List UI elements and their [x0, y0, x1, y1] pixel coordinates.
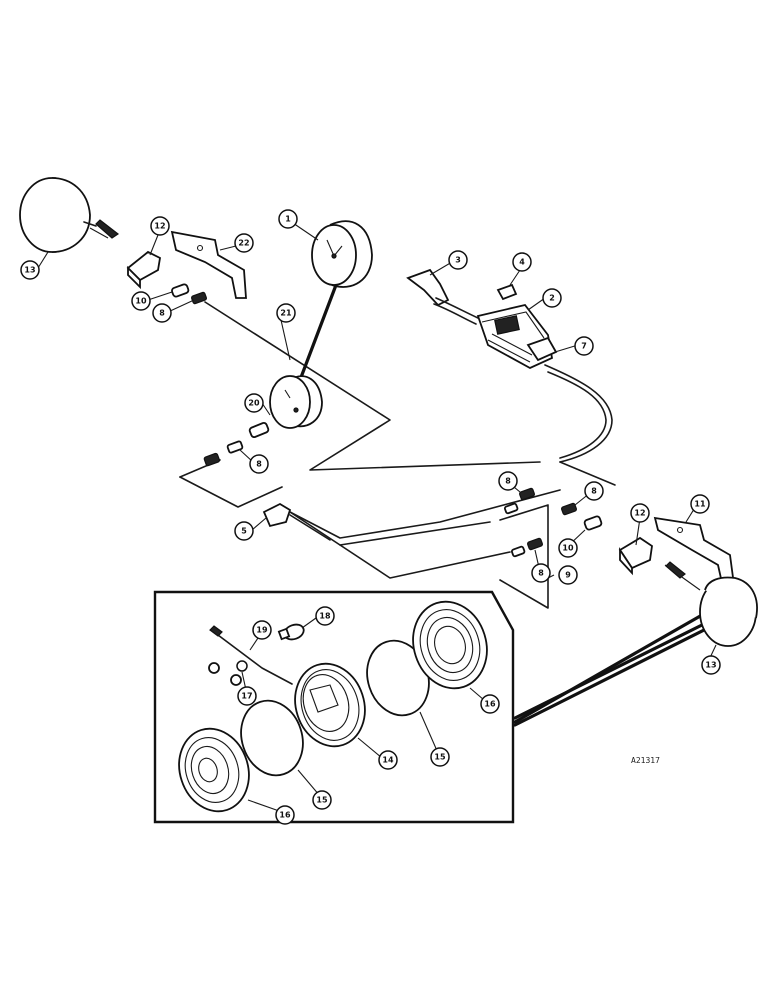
- svg-text:7: 7: [581, 342, 587, 351]
- callout-13-right: 13: [701, 655, 721, 675]
- svg-text:19: 19: [256, 626, 268, 635]
- svg-text:8: 8: [538, 569, 544, 578]
- svg-text:13: 13: [24, 266, 35, 275]
- callout-15-lower: 15: [312, 790, 332, 810]
- callout-11: 11: [690, 494, 710, 514]
- callout-1: 1: [278, 209, 298, 229]
- exploded-view-leaders: [298, 283, 716, 727]
- sender-5: [262, 502, 331, 541]
- callout-12-left: 12: [150, 216, 170, 236]
- callout-10-right: 10: [558, 538, 578, 558]
- svg-text:8: 8: [159, 309, 165, 318]
- callout-12-right: 12: [630, 503, 650, 523]
- center-connectors: [203, 440, 244, 467]
- callout-10-left: 10: [131, 291, 151, 311]
- svg-text:13: 13: [705, 661, 716, 670]
- svg-text:4: 4: [519, 258, 525, 267]
- callout-22: 22: [234, 233, 254, 253]
- svg-text:17: 17: [241, 692, 252, 701]
- svg-text:20: 20: [248, 399, 260, 408]
- callout-2: 2: [542, 288, 562, 308]
- callout-8-right-lower: 8: [531, 563, 551, 583]
- lamp-housing-14: [294, 662, 366, 748]
- lens-16-lower: [178, 727, 250, 813]
- callout-4: 4: [512, 252, 532, 272]
- callout-8-far-right: 8: [584, 481, 604, 501]
- svg-text:10: 10: [135, 297, 147, 306]
- callout-5: 5: [234, 521, 254, 541]
- callout-13-left: 13: [20, 260, 40, 280]
- callout-20: 20: [244, 393, 264, 413]
- callout-16-lower: 16: [275, 805, 295, 825]
- drawing-number: A21317: [631, 756, 660, 765]
- svg-text:8: 8: [591, 487, 597, 496]
- svg-text:8: 8: [256, 460, 262, 469]
- lamp-wire-19: [208, 625, 293, 686]
- callout-9: 9: [558, 565, 578, 585]
- svg-text:21: 21: [280, 309, 292, 318]
- svg-text:8: 8: [505, 477, 511, 486]
- svg-text:5: 5: [241, 527, 247, 536]
- svg-text:12: 12: [154, 222, 165, 231]
- gasket-15-lower: [240, 699, 304, 777]
- callout-17: 17: [237, 686, 257, 706]
- switch-body-2: [476, 303, 558, 370]
- callout-7: 7: [574, 336, 594, 356]
- svg-text:14: 14: [382, 756, 394, 765]
- callout-8-upper-left: 8: [152, 303, 172, 323]
- svg-text:9: 9: [565, 571, 571, 580]
- right-head-lamp: [665, 561, 758, 647]
- callout-3: 3: [448, 250, 468, 270]
- svg-text:16: 16: [484, 700, 496, 709]
- svg-text:16: 16: [279, 811, 291, 820]
- callout-21: 21: [276, 303, 296, 323]
- callout-8-center: 8: [249, 454, 269, 474]
- svg-text:12: 12: [634, 509, 645, 518]
- left-lamp-bracket: [126, 250, 161, 290]
- left-head-lamp: [19, 177, 120, 253]
- svg-text:15: 15: [434, 753, 446, 762]
- gauge-1: [311, 220, 373, 288]
- lens-16-upper: [412, 600, 488, 690]
- exploded-view-frame: [153, 590, 515, 824]
- svg-text:11: 11: [694, 500, 706, 509]
- svg-text:1: 1: [285, 215, 291, 224]
- upper-left-connectors: [171, 283, 207, 305]
- svg-text:2: 2: [549, 294, 555, 303]
- gauge-20: [248, 375, 323, 439]
- callout-16-upper: 16: [480, 694, 500, 714]
- svg-text:10: 10: [562, 544, 574, 553]
- bulb-18: [277, 623, 305, 641]
- svg-text:15: 15: [316, 796, 328, 805]
- callout-15-upper: 15: [430, 747, 450, 767]
- mounting-bracket-22: [170, 230, 247, 299]
- light-switch-lever: [406, 268, 479, 325]
- svg-text:22: 22: [238, 239, 249, 248]
- right-connectors: [503, 487, 603, 558]
- svg-text:3: 3: [455, 256, 461, 265]
- callout-18: 18: [315, 606, 335, 626]
- callout-8-right-upper: 8: [498, 471, 518, 491]
- callout-14: 14: [378, 750, 398, 770]
- screw-4: [496, 283, 518, 301]
- svg-text:18: 18: [319, 612, 331, 621]
- mounting-bracket-11: [653, 516, 736, 587]
- callout-19: 19: [252, 620, 272, 640]
